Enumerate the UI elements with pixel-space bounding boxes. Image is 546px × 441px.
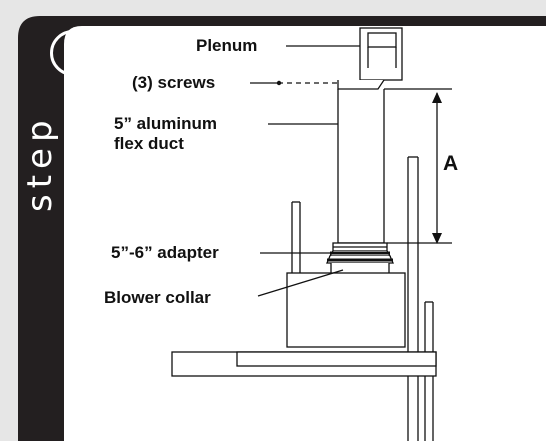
label-blower-collar: Blower collar (104, 288, 211, 307)
plenum-collar (337, 79, 385, 90)
label-adapter: 5”-6” adapter (111, 243, 219, 262)
plenum-inner (367, 32, 397, 48)
label-plenum: Plenum (196, 36, 258, 55)
plenum-box (359, 27, 403, 81)
base-plate-inner (236, 351, 437, 367)
step-number-badge: 2 (50, 30, 96, 76)
label-duct-line1: 5” aluminum (114, 114, 217, 133)
label-duct-line2: flex duct (114, 134, 184, 153)
blower-housing (286, 272, 406, 348)
adapter (326, 242, 394, 264)
label-dimension-a: A (443, 152, 459, 175)
drawing-lines (171, 27, 452, 441)
label-screws: (3) screws (132, 73, 216, 92)
step-word: step (20, 114, 60, 212)
collar-leader (257, 269, 344, 297)
